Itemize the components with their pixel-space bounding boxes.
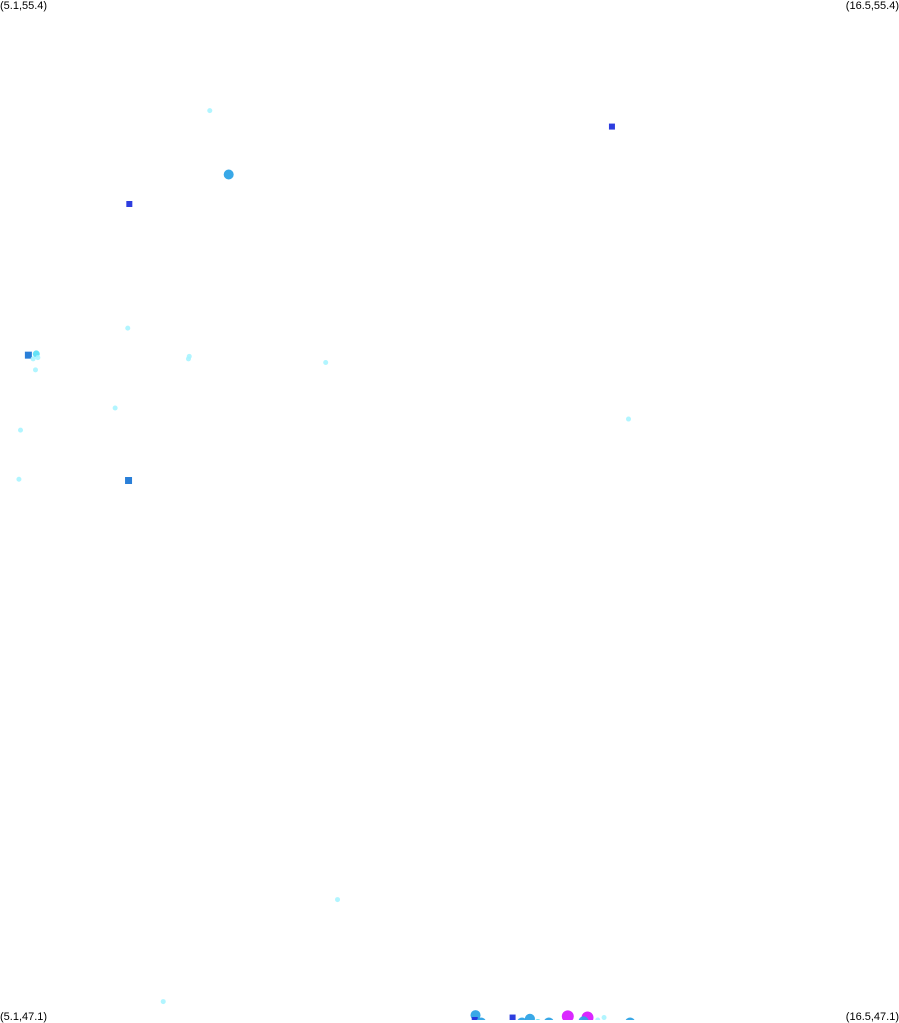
map-point-20 xyxy=(160,999,166,1005)
map-point-15 xyxy=(18,427,24,433)
map-point-3 xyxy=(223,169,234,180)
corner-label-bottom-left: (5.1,47.1) xyxy=(0,1011,48,1023)
map-point-32 xyxy=(578,1016,589,1020)
map-point-5 xyxy=(125,325,131,331)
map-point-18 xyxy=(125,477,133,485)
corner-label-top-left: (5.1,55.4) xyxy=(0,0,48,12)
map-point-8 xyxy=(30,356,36,362)
map-point-12 xyxy=(185,356,191,362)
map-point-27 xyxy=(517,1017,527,1020)
map-point-13 xyxy=(323,360,329,366)
map-point-24 xyxy=(476,1017,486,1020)
map-point-2 xyxy=(608,123,615,130)
map-point-33 xyxy=(595,1017,601,1020)
map-point-26 xyxy=(524,1013,535,1020)
map-point-14 xyxy=(112,405,118,411)
map-point-35 xyxy=(625,1017,635,1020)
corner-label-bottom-right: (16.5,47.1) xyxy=(845,1011,899,1023)
map-point-17 xyxy=(16,476,22,482)
map-point-25 xyxy=(509,1014,516,1020)
map-point-10 xyxy=(32,367,38,373)
map-point-29 xyxy=(544,1017,554,1020)
map-point-19 xyxy=(335,897,341,903)
map-point-30 xyxy=(561,1010,574,1020)
map-point-6 xyxy=(24,351,32,359)
map-point-34 xyxy=(601,1015,607,1020)
map-point-23 xyxy=(471,1017,478,1020)
map-point-9 xyxy=(35,355,41,361)
corner-label-top-right: (16.5,55.4) xyxy=(845,0,899,12)
map-point-1 xyxy=(207,108,213,114)
map-point-16 xyxy=(626,416,632,422)
points-layer xyxy=(16,108,635,1020)
map-point-4 xyxy=(126,201,133,207)
